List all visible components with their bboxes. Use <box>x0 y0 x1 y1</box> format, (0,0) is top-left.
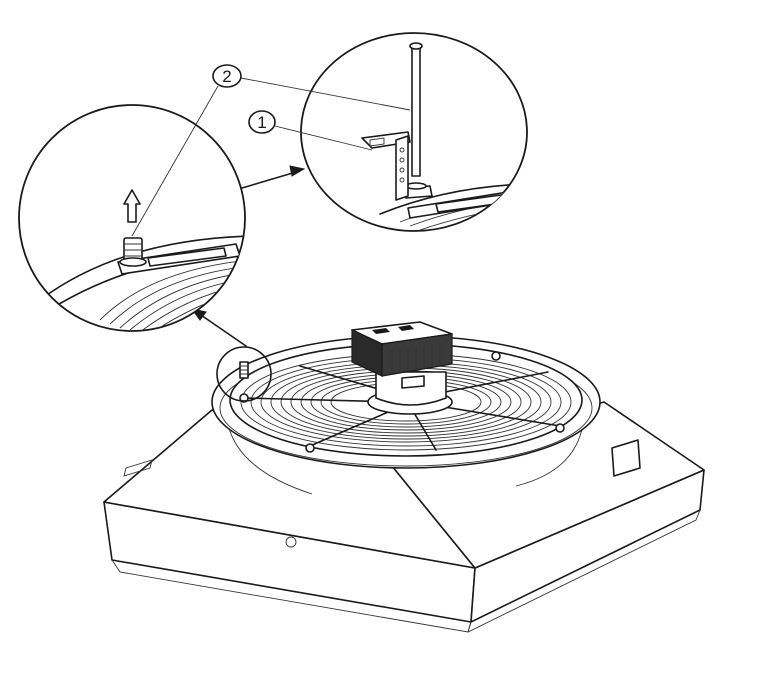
terminal-box <box>351 321 453 377</box>
detail-view-right <box>300 32 528 232</box>
callout-1-label: 1 <box>257 113 266 132</box>
handle <box>123 459 153 477</box>
arrow-to-detail-left <box>190 308 247 347</box>
callout-1: 1 <box>248 110 373 151</box>
drain-hole-icon <box>285 536 297 548</box>
label-plate <box>611 439 641 477</box>
arrow-to-detail-right <box>241 165 306 189</box>
motor <box>367 371 453 415</box>
callout-2-label: 2 <box>222 67 231 86</box>
detail-circle-small <box>216 346 272 402</box>
detail-view-left <box>18 104 246 332</box>
arrow-up-icon <box>123 189 141 223</box>
callout-2: 2 <box>131 64 411 237</box>
ring-fastener <box>239 361 249 379</box>
threaded-rod <box>411 45 421 177</box>
